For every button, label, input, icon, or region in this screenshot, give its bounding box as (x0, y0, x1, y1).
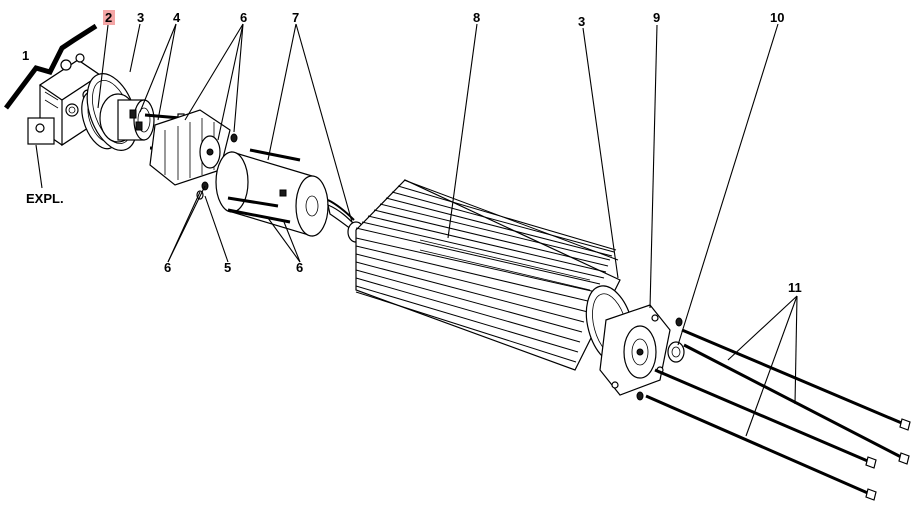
callout-11: 11 (788, 280, 802, 295)
callout-4: 4 (173, 10, 181, 25)
pump-head (99, 93, 155, 143)
callout-5: 5 (224, 260, 231, 275)
callout-9: 9 (653, 10, 660, 25)
part-10-cap (667, 341, 685, 363)
callout-labels: 1 2 3 4 6 7 8 3 9 10 11 6 5 6 EXPL. (22, 10, 802, 295)
coupling-bracket (149, 109, 231, 186)
callout-6-top: 6 (240, 10, 247, 25)
callout-6-bottom-right: 6 (296, 260, 303, 275)
part-1-bracket (4, 23, 98, 110)
part-11-bolts (636, 317, 911, 501)
expl-label: EXPL. (26, 191, 64, 206)
fins (355, 179, 619, 363)
part-8-finned-body (355, 179, 621, 371)
callout-7: 7 (292, 10, 299, 25)
callout-10: 10 (770, 10, 784, 25)
callout-1: 1 (22, 48, 29, 63)
callout-3-left: 3 (137, 10, 144, 25)
leader-lines (35, 23, 798, 437)
callout-2-highlight (103, 10, 115, 25)
callout-8: 8 (473, 10, 480, 25)
part-9-end-flange (599, 304, 671, 396)
callout-2: 2 (105, 10, 112, 25)
callout-3-right: 3 (578, 14, 585, 29)
callout-6-bottom-left: 6 (164, 260, 171, 275)
